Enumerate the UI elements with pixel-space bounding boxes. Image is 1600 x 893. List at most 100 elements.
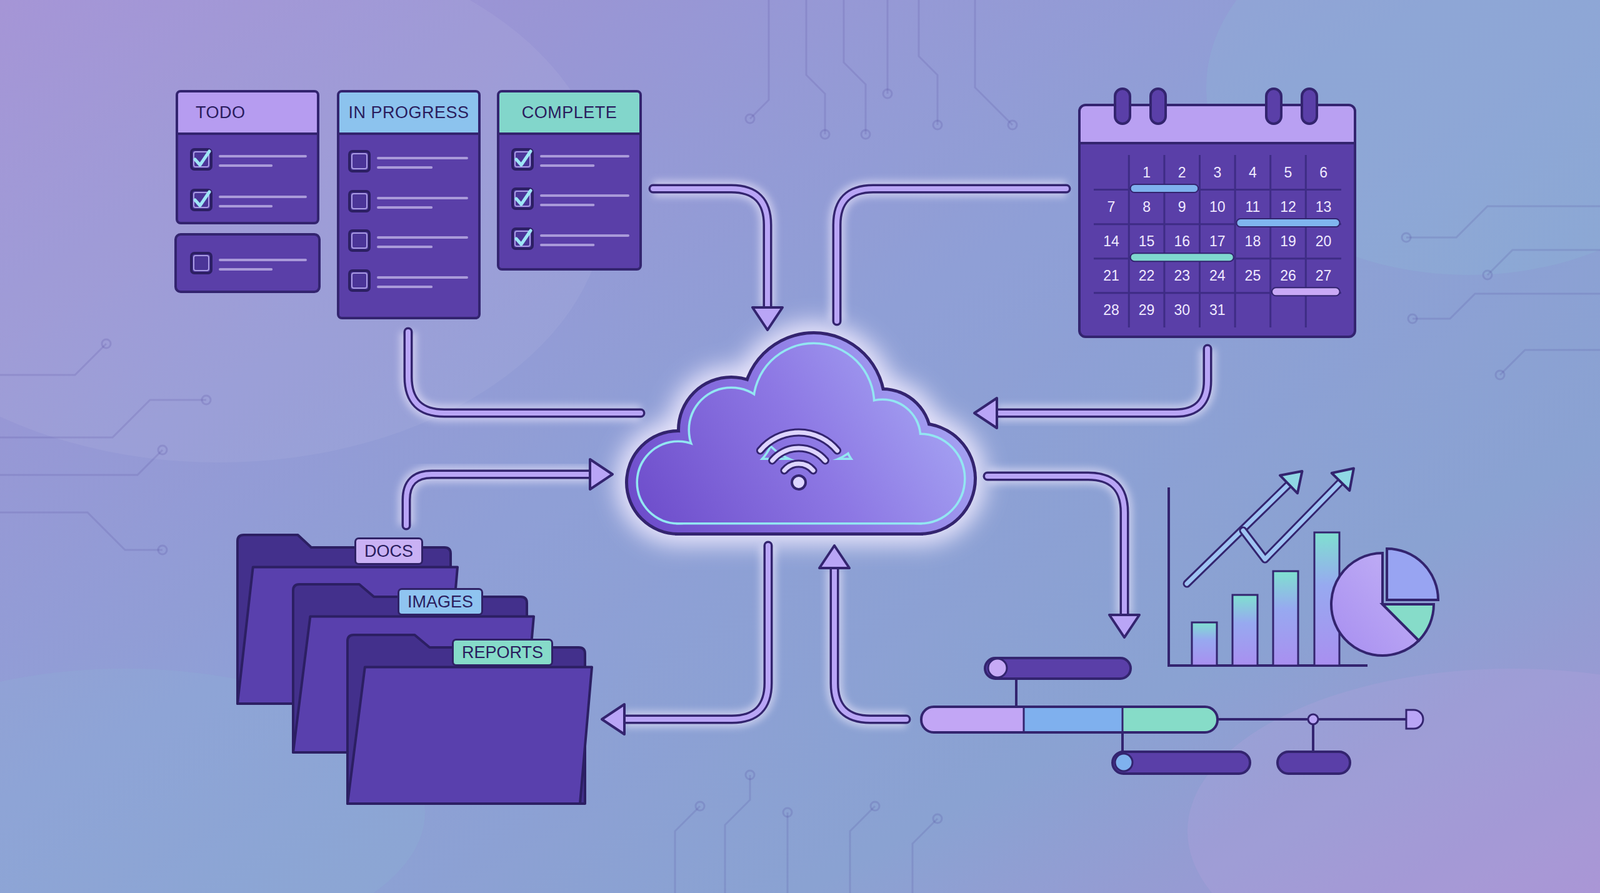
column-heading: IN PROGRESS xyxy=(339,92,479,135)
day-number: 14 xyxy=(1103,233,1120,250)
calendar-grid-line xyxy=(1269,155,1272,328)
gantt-segment xyxy=(1122,706,1218,733)
arrow-head xyxy=(590,459,613,490)
arrow-glow xyxy=(834,568,907,720)
arrow-outline xyxy=(996,348,1208,414)
circuit-pad xyxy=(1483,270,1492,280)
checkbox xyxy=(512,149,533,170)
text-line xyxy=(220,164,272,167)
calendar-border xyxy=(1079,105,1355,337)
text-line xyxy=(541,243,594,247)
day-number: 31 xyxy=(1209,301,1226,319)
gantt-cap xyxy=(1115,753,1133,772)
pie-slice xyxy=(1386,548,1439,600)
cloud-outline xyxy=(678,450,920,533)
day-number: 13 xyxy=(1315,198,1332,216)
circuit-trace xyxy=(1412,293,1600,319)
circuit-pad xyxy=(1408,314,1417,324)
day-number: 21 xyxy=(1103,267,1120,285)
checkbox-inner xyxy=(351,273,367,289)
day-number: 26 xyxy=(1280,267,1297,285)
day-number: 8 xyxy=(1142,198,1151,216)
circuit-trace xyxy=(1406,206,1600,238)
text-line xyxy=(541,164,594,167)
folder-tab-label: REPORTS xyxy=(451,638,554,667)
event-bar xyxy=(1130,184,1199,193)
circuit-trace xyxy=(675,806,700,893)
pie-chart xyxy=(1331,548,1439,656)
circuit-pad xyxy=(870,801,880,811)
event-bar xyxy=(1130,253,1234,262)
day-number: 25 xyxy=(1245,267,1262,285)
circuit-trace xyxy=(843,0,866,135)
cloud xyxy=(628,334,974,533)
arrow-shaft xyxy=(653,188,768,308)
text-line xyxy=(220,155,306,158)
circuit-trace xyxy=(912,818,938,893)
event-bar xyxy=(1236,218,1340,227)
circuit-trace xyxy=(886,0,889,94)
chart-bar xyxy=(1273,571,1299,666)
checkbox-inner xyxy=(193,192,209,208)
checkbox-inner xyxy=(193,151,209,167)
checkbox xyxy=(349,230,370,251)
checkbox-inner xyxy=(351,233,367,249)
circuit-pad xyxy=(745,114,755,124)
arrow-shaft xyxy=(834,568,907,720)
text-line xyxy=(378,156,467,160)
arrow-outline xyxy=(987,476,1125,615)
gantt-bar-outline xyxy=(921,706,1218,733)
folder-tab-label: IMAGES xyxy=(397,588,484,616)
day-number: 2 xyxy=(1178,164,1187,182)
gantt-link xyxy=(1121,732,1124,752)
circuit-trace xyxy=(975,0,1013,125)
checkbox-inner xyxy=(515,191,530,207)
folder-tab-label: DOCS xyxy=(354,537,424,565)
gantt-divider xyxy=(1121,706,1124,733)
checkbox xyxy=(512,188,533,209)
day-number: 19 xyxy=(1280,233,1297,250)
calendar-grid-line xyxy=(1198,155,1201,328)
gantt-main-bar xyxy=(921,706,1218,733)
arrow-glow xyxy=(653,188,768,308)
circuit-pad xyxy=(1495,370,1505,380)
day-number: 5 xyxy=(1284,164,1293,182)
text-line xyxy=(220,205,272,208)
calendar-ring xyxy=(1266,88,1282,124)
text-line xyxy=(541,203,594,207)
circuit-trace xyxy=(0,400,207,438)
checkbox xyxy=(512,228,533,249)
day-number: 30 xyxy=(1173,301,1190,319)
arrow-shaft xyxy=(624,545,769,720)
circuit-trace xyxy=(806,0,825,135)
calendar-ring xyxy=(1301,88,1317,124)
arrow-glow xyxy=(987,476,1125,615)
text-line xyxy=(541,194,629,197)
arrow-glow xyxy=(996,348,1208,414)
trend-line xyxy=(1186,484,1289,584)
background-blob xyxy=(1187,668,1600,893)
circuit-trace xyxy=(918,0,938,125)
text-line xyxy=(378,166,432,169)
circuit-trace xyxy=(850,806,875,893)
check-mark xyxy=(516,151,531,165)
circuit-trace xyxy=(750,0,769,119)
cloud-inner-fill xyxy=(678,460,920,523)
event-bar xyxy=(1271,287,1340,296)
day-number: 17 xyxy=(1209,233,1226,250)
checkbox xyxy=(349,270,370,291)
text-line xyxy=(220,258,306,262)
day-number: 10 xyxy=(1209,198,1226,216)
checkbox xyxy=(349,191,370,212)
gantt-bar xyxy=(985,658,1131,679)
trend-outline xyxy=(1186,484,1289,584)
arrow-glow xyxy=(836,188,1067,322)
day-number: 15 xyxy=(1138,233,1155,250)
arrow-outline xyxy=(406,474,590,526)
text-line xyxy=(378,236,467,239)
text-line xyxy=(378,276,467,279)
trend-line xyxy=(1243,481,1341,560)
calendar-grid-line xyxy=(1234,155,1237,328)
